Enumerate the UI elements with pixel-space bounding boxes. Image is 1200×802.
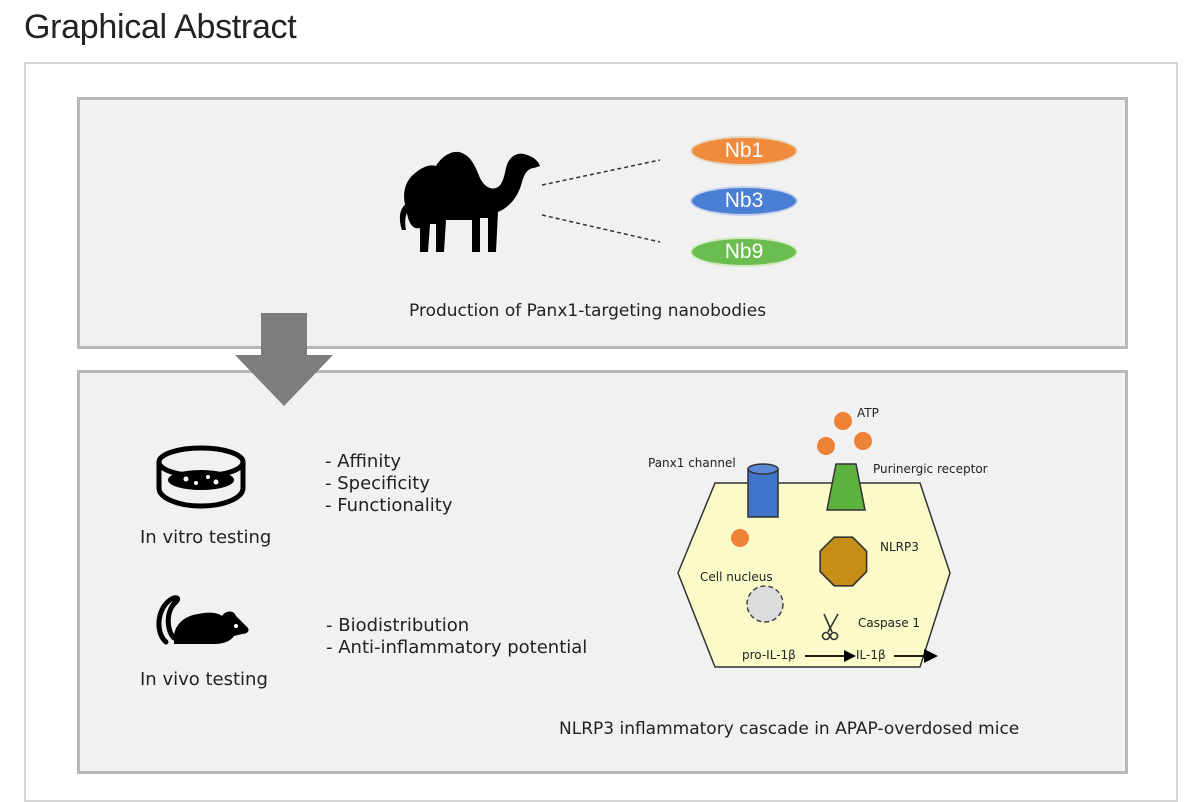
pro-il-label: pro-IL-1β [742,648,796,662]
in-vitro-label: In vitro testing [140,527,272,548]
nanobody-nb3: Nb3 [690,186,798,216]
mouse-icon [156,595,249,645]
petri-dish-icon [156,445,246,509]
nlrp3-label: NLRP3 [880,540,919,554]
atp-dot [817,437,835,455]
secretion-arrow [894,649,938,663]
camel-icon [399,151,540,252]
caspase-label: Caspase 1 [858,616,921,630]
panx1-channel-icon [747,463,779,518]
connector-lines [541,159,661,243]
cleavage-arrow [805,650,856,662]
bullet-functionality: - Functionality [325,495,453,516]
cell-body [677,482,951,668]
testing-panel [77,370,1128,774]
atp-dot [834,412,852,430]
nanobody-nb1: Nb1 [690,136,798,166]
nanobody-nb3-label: Nb3 [724,189,764,212]
nucleus-label: Cell nucleus [700,570,773,584]
atp-dot [854,432,872,450]
nanobody-nb1-label: Nb1 [724,139,764,162]
scissors-icon [821,613,839,641]
production-caption: Production of Panx1-targeting nanobodies [409,301,767,321]
il-label: IL-1β [856,648,886,662]
nanobody-production-panel [77,97,1128,349]
in-vivo-label: In vivo testing [140,669,268,690]
nlrp3-icon [819,536,868,587]
bullet-anti-inflammatory: - Anti-inflammatory potential [326,637,588,658]
purinergic-receptor-icon [826,463,866,511]
atp-label: ATP [857,406,879,420]
cell-diagram [677,412,951,668]
atp-dot-inside [731,529,749,547]
in-vitro-bullets: - Affinity - Specificity - Functionality [325,451,453,517]
page-title: Graphical Abstract [24,8,297,46]
cell-nucleus-icon [746,585,784,623]
bullet-specificity: - Specificity [325,473,430,494]
cascade-caption: NLRP3 inflammatory cascade in APAP-overd… [559,719,1020,739]
in-vivo-bullets: - Biodistribution - Anti-inflammatory po… [326,615,587,659]
nanobody-nb9: Nb9 [690,237,798,267]
receptor-label: Purinergic receptor [873,462,988,476]
bullet-affinity: - Affinity [325,451,402,472]
down-arrow-icon [235,313,333,406]
bullet-biodistribution: - Biodistribution [326,615,470,636]
panx1-label: Panx1 channel [648,456,736,470]
nanobody-nb9-label: Nb9 [724,240,764,263]
